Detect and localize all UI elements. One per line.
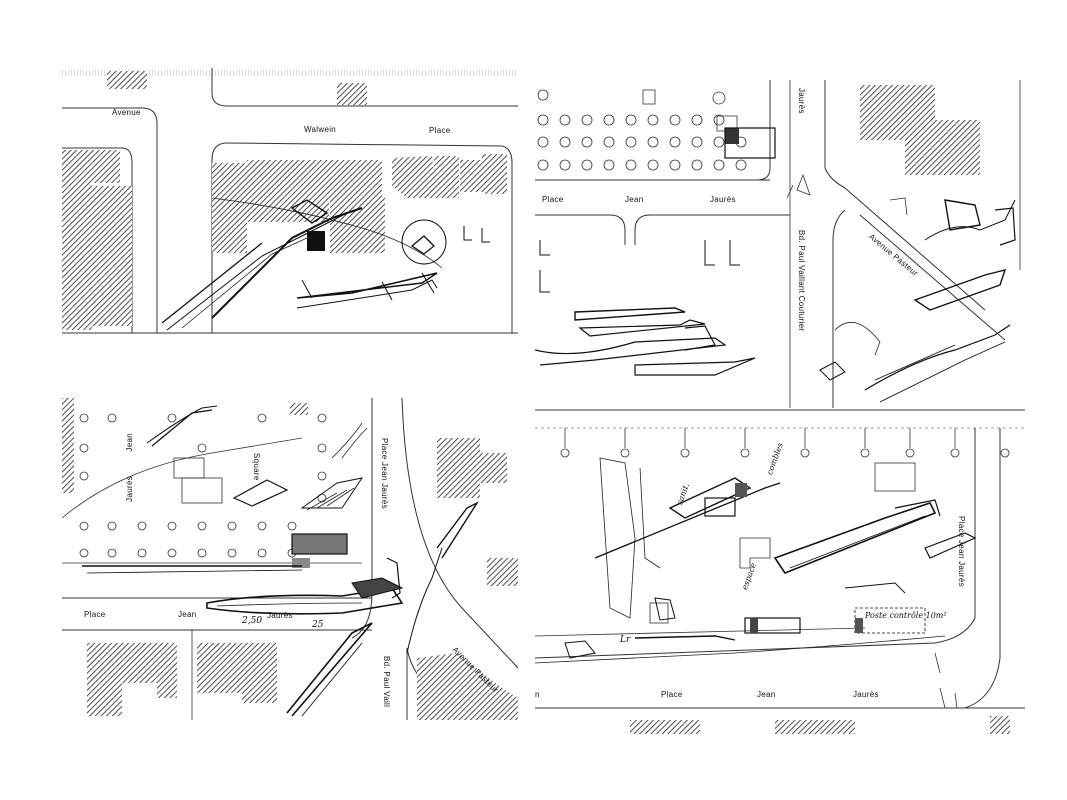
street-label-place: Place: [542, 195, 564, 204]
street-label-jaures: Jaurès: [125, 476, 134, 502]
street-label-place: Place: [429, 126, 451, 135]
street-label-bd-paul-vaillant: Bd. Paul Vaillant Couturier: [797, 230, 806, 332]
plan-drawing-2: [535, 80, 1021, 410]
street-label-jaures: Jaurès: [710, 195, 736, 204]
plan-drawing-3: [62, 398, 518, 720]
street-label-jean: Jean: [757, 690, 776, 699]
street-label-place: Place: [661, 690, 683, 699]
site-plan-sketch-1: Avenue Walwein Place: [62, 68, 518, 358]
street-label-jaures: Jaurès: [853, 690, 879, 699]
site-plan-sketch-3: Jean Jaurès Square Place Jean Jaurès Pla…: [62, 398, 518, 720]
annotation-dimension-a: 2,50: [242, 616, 263, 626]
street-label-bd-paul-vaill: Bd. Paul Vaill: [382, 656, 391, 708]
street-label-jean: Jean: [625, 195, 644, 204]
site-plan-sketch-4: Place Jean Jaurès Place Jean Jaurès n Po…: [535, 408, 1025, 734]
annotation-lr: Lr: [620, 635, 631, 645]
street-label-walwein: Walwein: [304, 125, 337, 134]
street-label-place: Place: [84, 610, 106, 619]
street-label-square: Square: [252, 453, 261, 481]
street-label-jaures-vertical: Jaurès: [797, 88, 806, 114]
street-label-n: n: [535, 690, 540, 699]
annotation-poste-controle: Poste contrôle 10m²: [865, 611, 947, 620]
street-label-jean: Jean: [125, 433, 134, 452]
street-label-place-jean-jaures: Place Jean Jaurès: [380, 438, 389, 509]
plan-drawing-4: [535, 409, 1025, 734]
street-label-place-jean-jaures: Place Jean Jaurès: [957, 516, 966, 587]
street-label-jaures-bottom: Jaurès: [267, 611, 293, 620]
annotation-dimension-b: 25: [312, 620, 324, 630]
street-label-jean-bottom: Jean: [178, 610, 197, 619]
scan-noise: [62, 70, 518, 76]
plan-drawing-1: [62, 68, 518, 334]
street-label-avenue: Avenue: [112, 108, 141, 117]
site-plan-sketch-2: Place Jean Jaurès Jaurès Avenue Pasteur …: [535, 80, 1025, 410]
